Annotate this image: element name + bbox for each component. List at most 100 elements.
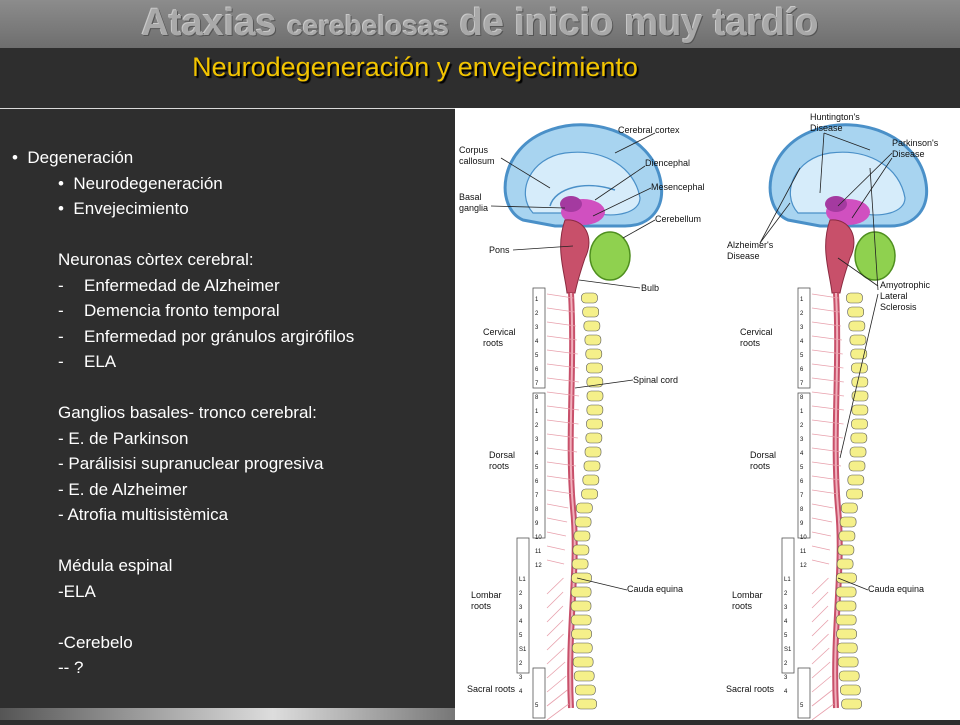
nerve-root bbox=[546, 349, 578, 355]
nerve-root bbox=[546, 405, 579, 411]
nerve-root bbox=[546, 293, 574, 299]
vertebra bbox=[586, 390, 604, 402]
segment-number: 12 bbox=[800, 563, 807, 569]
nerve-root bbox=[546, 689, 568, 707]
vertebra bbox=[582, 474, 600, 486]
svg-text:Alzheimer's: Alzheimer's bbox=[727, 240, 774, 250]
nerve-root bbox=[811, 591, 829, 609]
segment-number: S1 bbox=[519, 647, 527, 653]
nerve-root bbox=[811, 675, 832, 693]
svg-text:Lateral: Lateral bbox=[880, 291, 908, 301]
segment-number: 4 bbox=[535, 451, 539, 457]
nerve-root bbox=[811, 335, 842, 341]
segment-number: 2 bbox=[800, 311, 804, 317]
vertebra bbox=[576, 698, 597, 710]
segment-number: 9 bbox=[800, 521, 804, 527]
svg-text:Disease: Disease bbox=[892, 149, 925, 159]
segment-number: S1 bbox=[784, 647, 792, 653]
vertebra bbox=[576, 502, 593, 514]
bullet-item: • Degeneración bbox=[12, 148, 134, 167]
list-item: -Demencia fronto temporal bbox=[58, 301, 280, 320]
vertebra bbox=[836, 628, 857, 640]
segment-number: 2 bbox=[784, 591, 788, 597]
nerve-root bbox=[811, 633, 829, 651]
nerve-root bbox=[546, 335, 577, 341]
svg-text:roots: roots bbox=[732, 601, 753, 611]
vertebra bbox=[848, 320, 866, 332]
svg-text:Corpus: Corpus bbox=[459, 145, 489, 155]
vertebra bbox=[835, 586, 857, 598]
segment-number: 5 bbox=[535, 703, 539, 709]
nerve-root bbox=[811, 489, 839, 495]
nerve-root bbox=[546, 391, 580, 397]
list-item: -Enfermedad de Alzheimer bbox=[58, 275, 280, 295]
vertebra bbox=[846, 488, 863, 500]
svg-text:Cervical: Cervical bbox=[740, 327, 773, 337]
nerve-root bbox=[811, 661, 831, 679]
vertebra bbox=[836, 572, 857, 584]
nerve-root bbox=[811, 447, 843, 453]
segment-number: 9 bbox=[535, 521, 539, 527]
vertebra bbox=[835, 600, 857, 612]
segment-number: 7 bbox=[800, 381, 804, 387]
vertebra bbox=[571, 642, 593, 654]
nerve-root bbox=[546, 675, 567, 693]
vertebra bbox=[584, 334, 602, 346]
section-title: Médula espinal bbox=[58, 556, 173, 575]
vertebra bbox=[571, 628, 592, 640]
vertebra bbox=[836, 642, 858, 654]
nerve-root bbox=[546, 321, 576, 327]
nerve-root bbox=[546, 661, 566, 679]
vertebra bbox=[837, 544, 855, 556]
vertebra bbox=[570, 600, 592, 612]
vertebra bbox=[849, 334, 867, 346]
segment-number: 3 bbox=[784, 605, 788, 611]
segment-number: 5 bbox=[535, 353, 539, 359]
nerve-root bbox=[546, 559, 565, 565]
slide-subtitle: Neurodegeneración y envejecimiento bbox=[192, 52, 638, 82]
svg-text:Cauda equina: Cauda equina bbox=[868, 584, 924, 594]
vertebra bbox=[582, 306, 600, 318]
title-band bbox=[0, 0, 960, 48]
svg-text:roots: roots bbox=[750, 461, 771, 471]
section-title: Ganglios basales- tronco cerebral: bbox=[58, 403, 317, 422]
segment-number: 1 bbox=[535, 297, 539, 303]
vertebra bbox=[836, 558, 854, 570]
nerve-root bbox=[811, 475, 840, 481]
svg-text:Cauda equina: Cauda equina bbox=[627, 584, 683, 594]
segment-number: 6 bbox=[535, 479, 539, 485]
vertebra bbox=[570, 614, 592, 626]
nerve-root bbox=[546, 577, 564, 595]
vertebra bbox=[586, 404, 604, 416]
photo-strip bbox=[0, 708, 455, 720]
nerve-root bbox=[811, 349, 843, 355]
svg-text:ganglia: ganglia bbox=[459, 203, 488, 213]
vertebra bbox=[584, 446, 602, 458]
vertebra bbox=[841, 698, 862, 710]
vertebra bbox=[848, 460, 866, 472]
vertebra bbox=[571, 558, 589, 570]
list-item: - E. de Alzheimer bbox=[58, 479, 188, 499]
text-content: • Degeneración • Neurodegeneración • Env… bbox=[10, 145, 450, 681]
nerve-root bbox=[546, 503, 569, 509]
nerve-root bbox=[811, 559, 830, 565]
nerve-root bbox=[811, 531, 832, 537]
nerve-root bbox=[811, 689, 833, 707]
svg-text:Huntington's: Huntington's bbox=[810, 112, 860, 122]
section-title: -Cerebelo bbox=[58, 632, 133, 652]
vertebra bbox=[581, 292, 598, 304]
title-part-1: Ataxias bbox=[141, 2, 277, 44]
vertebra bbox=[570, 586, 592, 598]
nerve-root bbox=[811, 433, 843, 439]
segment-number: 4 bbox=[800, 339, 804, 345]
segment-number: 7 bbox=[535, 381, 539, 387]
svg-text:Cervical: Cervical bbox=[483, 327, 516, 337]
segment-number: L1 bbox=[784, 577, 791, 583]
list-item: -ELA bbox=[58, 352, 117, 371]
nerve-root bbox=[546, 591, 564, 609]
segment-number: 2 bbox=[800, 423, 804, 429]
nerve-root bbox=[811, 703, 834, 721]
list-item: -- ? bbox=[58, 658, 84, 677]
nerve-root bbox=[811, 647, 830, 665]
